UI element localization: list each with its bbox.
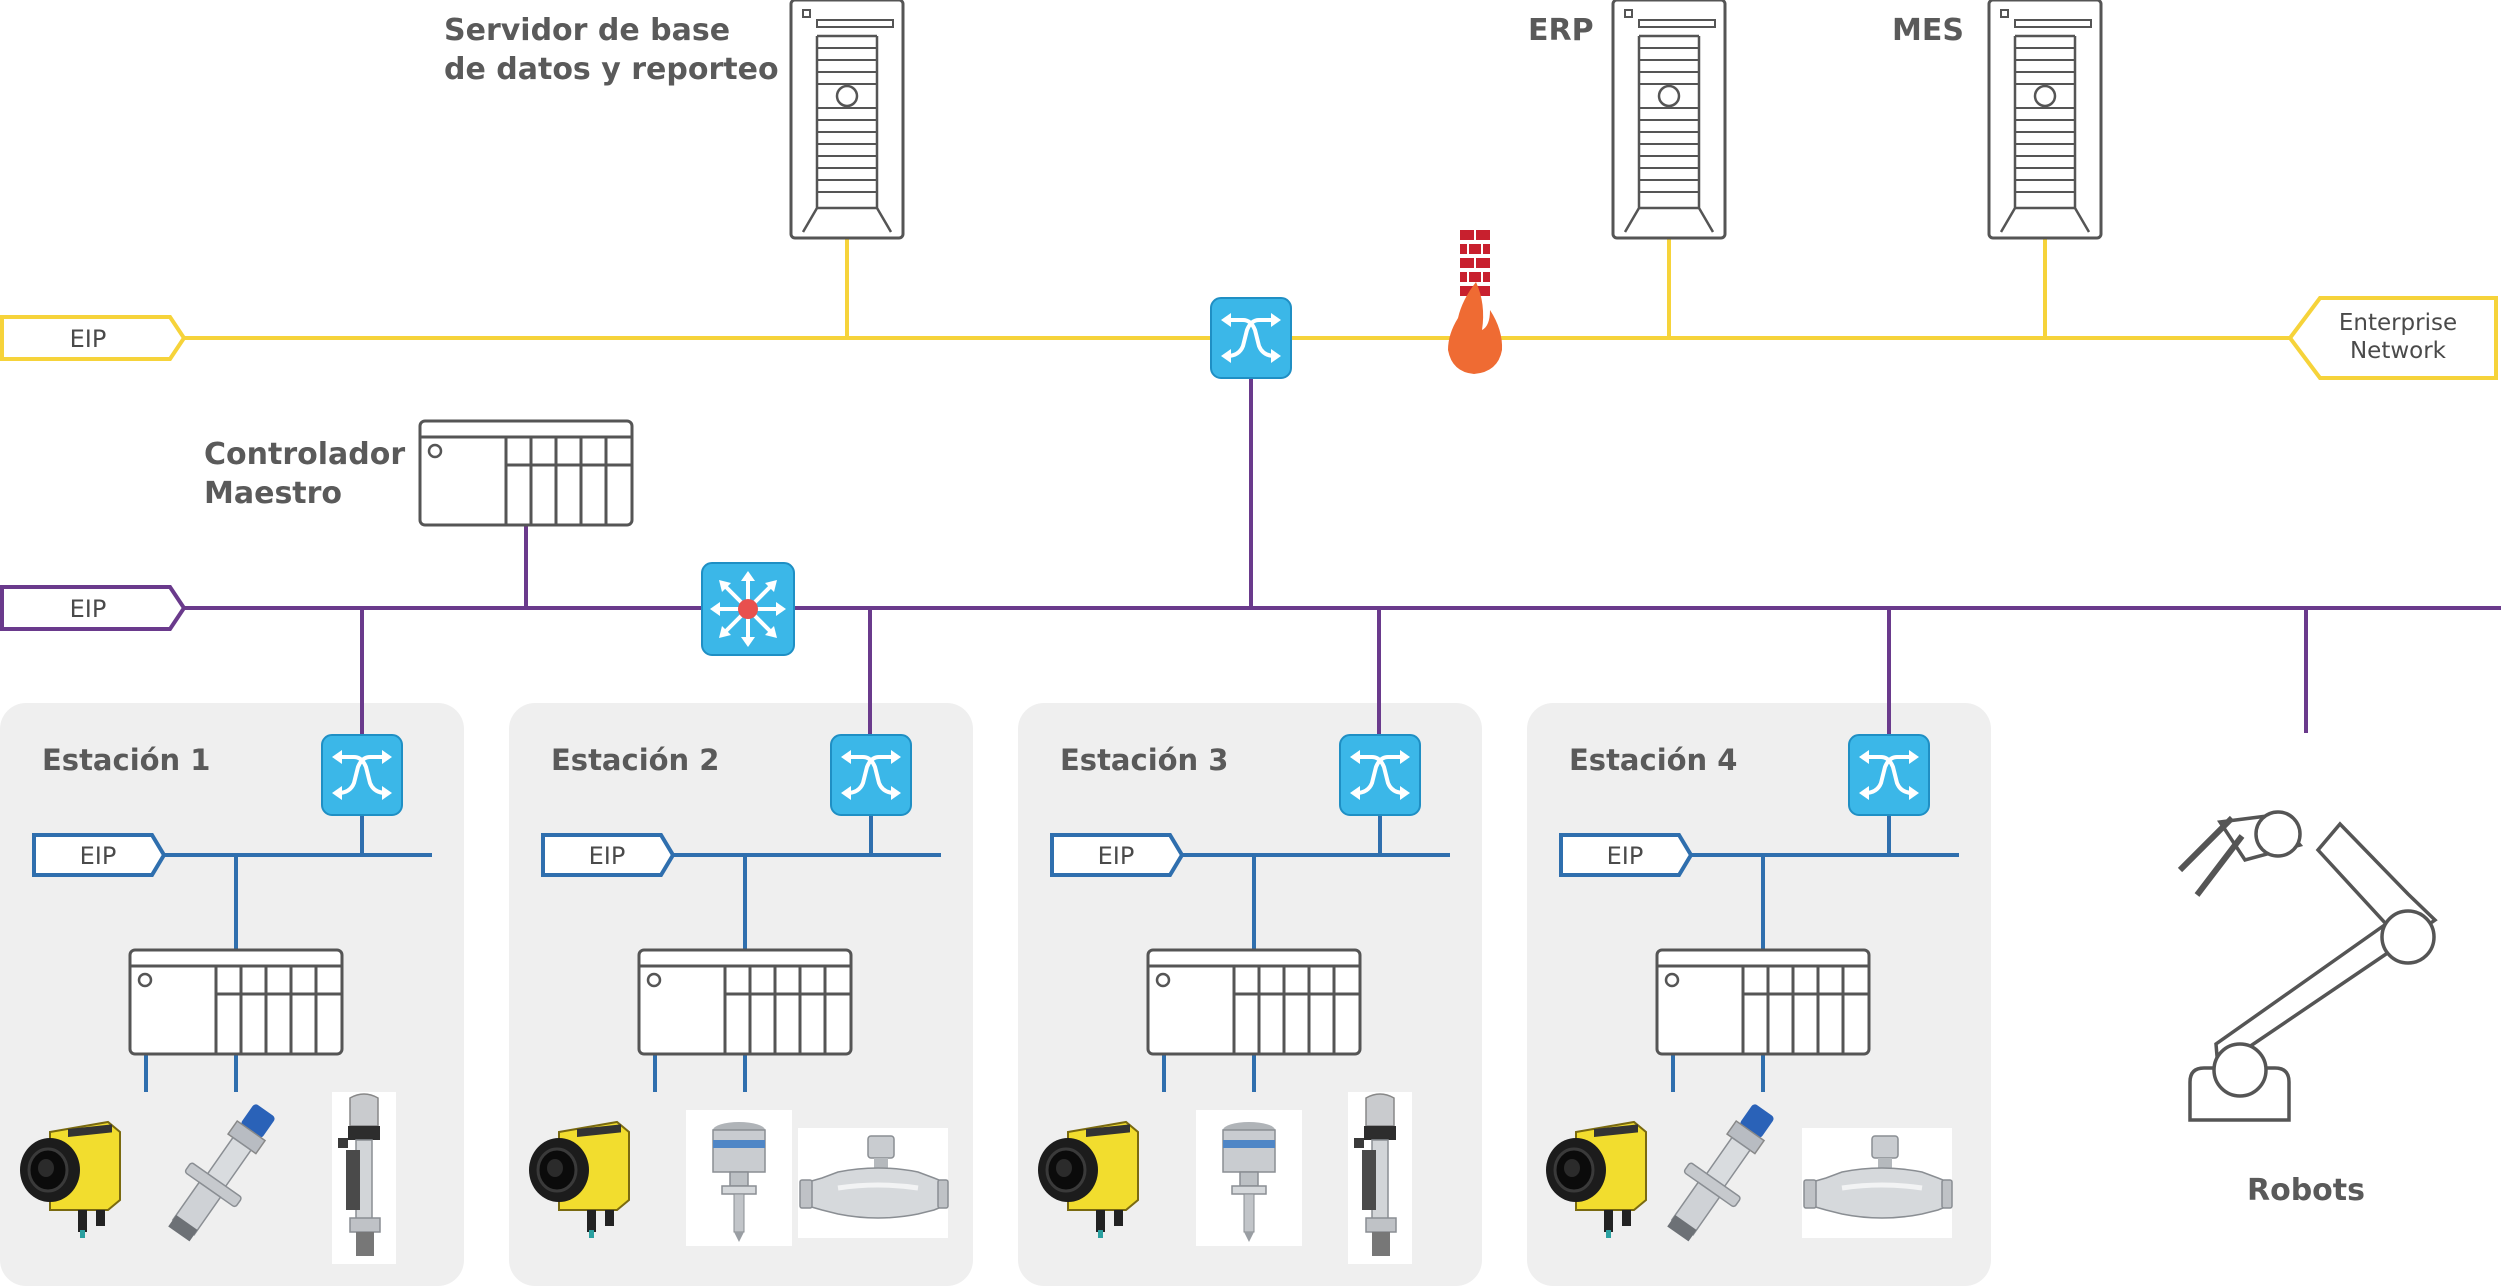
mes-server: MES xyxy=(1892,0,2103,240)
eip-tag-station: EIP xyxy=(1050,833,1185,877)
master-controller-label-line2: Maestro xyxy=(204,476,342,511)
enterprise-network-tag: Enterprise Network xyxy=(2287,296,2498,380)
transmitter-icon xyxy=(1195,1109,1303,1247)
erp-label: ERP xyxy=(1528,13,1594,48)
eip-tag-label: EIP xyxy=(589,842,626,870)
plant-network-bus xyxy=(184,378,2501,735)
flowmeter-icon xyxy=(1802,1128,1952,1238)
eip-tag-station: EIP xyxy=(32,833,167,877)
server-tower-icon xyxy=(1611,0,1727,240)
station-title: Estación 2 xyxy=(551,743,719,777)
plc-controller-icon xyxy=(1655,948,1871,1056)
eip-tag-label: EIP xyxy=(1098,842,1135,870)
station-1: Estación 1 EIP xyxy=(18,733,432,1265)
enterprise-network-label-line1: Enterprise xyxy=(2339,310,2457,336)
core-switch-icon xyxy=(700,561,796,657)
station-title: Estación 3 xyxy=(1060,743,1228,777)
station-4: Estación 4 EIP xyxy=(1544,733,1959,1253)
plc-controller-icon xyxy=(637,948,853,1056)
robot: Robots xyxy=(2177,810,2438,1208)
flowmeter-icon xyxy=(798,1128,948,1238)
plc-controller-icon xyxy=(418,419,634,527)
station-2: Estación 2 EIP xyxy=(527,733,948,1247)
server-tower-icon xyxy=(1987,0,2103,240)
network-switch-icon xyxy=(1847,733,1931,817)
robot-arm-icon xyxy=(2177,810,2438,1122)
eip-tag-label: EIP xyxy=(70,325,107,353)
station-title: Estación 1 xyxy=(42,743,210,777)
eip-tag-label: EIP xyxy=(1607,842,1644,870)
server-tower-icon xyxy=(789,0,905,240)
plc-controller-icon xyxy=(1146,948,1362,1056)
eip-tag-label: EIP xyxy=(80,842,117,870)
robots-label: Robots xyxy=(2247,1173,2365,1208)
network-switch-icon xyxy=(829,733,913,817)
firewall-icon xyxy=(1448,230,1503,374)
eip-tag-station: EIP xyxy=(541,833,676,877)
network-switch-icon xyxy=(1209,296,1293,380)
station-title: Estación 4 xyxy=(1569,743,1737,777)
db-server-label-line2: de datos y reporteo xyxy=(444,52,779,87)
erp-server: ERP xyxy=(1528,0,1727,240)
eip-tag-enterprise: EIP xyxy=(0,315,187,361)
plc-controller-icon xyxy=(128,948,344,1056)
transmitter-icon xyxy=(685,1109,793,1247)
enterprise-network-label-line2: Network xyxy=(2350,338,2447,364)
db-server-label-line1: Servidor de base xyxy=(444,13,730,48)
level-sensor-icon xyxy=(331,1091,397,1265)
master-controller: Controlador Maestro xyxy=(204,419,634,527)
station-3: Estación 3 EIP xyxy=(1036,733,1450,1265)
eip-tag-plant: EIP xyxy=(0,585,187,631)
mes-label: MES xyxy=(1892,13,1964,48)
master-controller-label-line1: Controlador xyxy=(204,437,405,472)
eip-tag-station: EIP xyxy=(1559,833,1694,877)
db-server: Servidor de base de datos y reporteo xyxy=(444,0,905,240)
eip-tag-label: EIP xyxy=(70,595,107,623)
level-sensor-icon xyxy=(1347,1091,1413,1265)
network-switch-icon xyxy=(320,733,404,817)
network-switch-icon xyxy=(1338,733,1422,817)
